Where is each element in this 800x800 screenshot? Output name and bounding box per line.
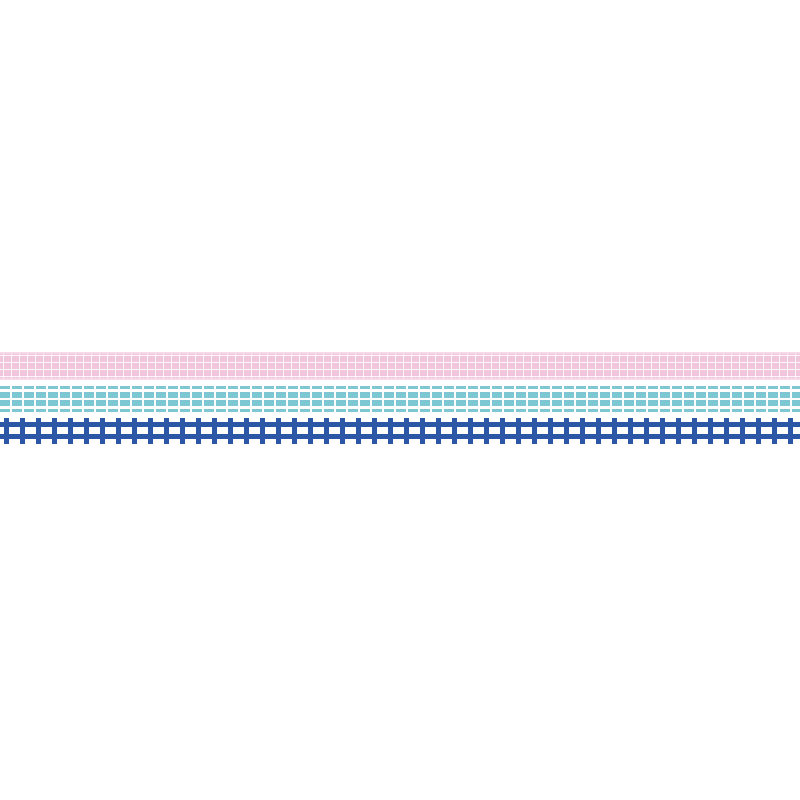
pink-grid-tape (0, 352, 800, 380)
pink-tape-bottom-edge (0, 378, 800, 380)
navy-railway-tape (0, 418, 800, 444)
teal-tape-bottom-dashes (0, 409, 800, 412)
pink-tape-top-edge (0, 352, 800, 354)
railway-bottom-rail (0, 434, 800, 439)
teal-block-tape (0, 386, 800, 412)
teal-tape-top-dashes (0, 386, 800, 389)
teal-tape-middle-line (0, 398, 800, 400)
railway-top-rail (0, 422, 800, 427)
